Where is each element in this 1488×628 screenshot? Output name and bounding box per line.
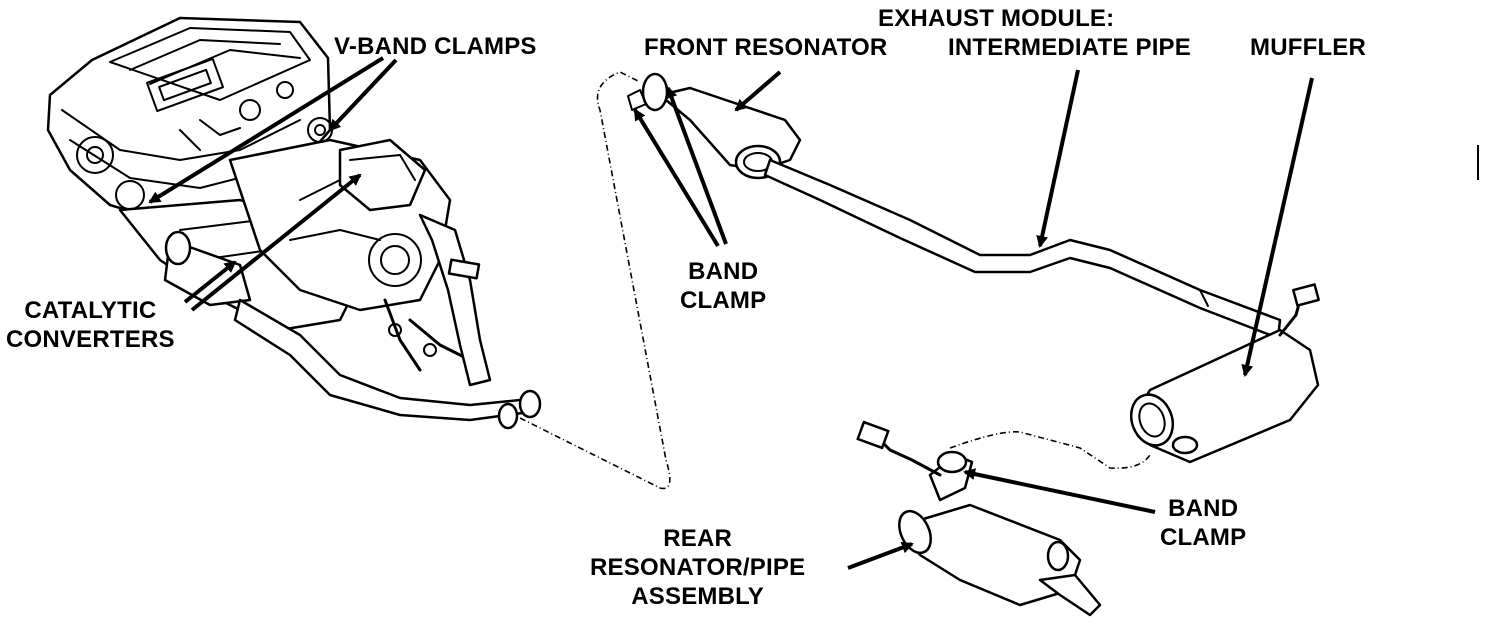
label-line: BAND: [688, 258, 759, 285]
dashed-routing-line-2: [949, 431, 1151, 470]
v-band-clamps-label: V-BAND CLAMPS: [334, 33, 537, 60]
label-line: CONVERTERS: [6, 326, 175, 353]
y-pipe: [233, 213, 542, 430]
muffler-label: MUFFLER: [1250, 34, 1367, 61]
rear-resonator-pipe: [856, 420, 1102, 617]
rear-resonator-label: REAR RESONATOR/PIPE ASSEMBLY: [590, 524, 805, 611]
dashed-routing-line: [519, 71, 671, 490]
intermediate-pipe-label: INTERMEDIATE PIPE: [948, 34, 1191, 61]
band-clamp-top-label: BAND CLAMP: [680, 257, 766, 315]
intermediate-pipe: [763, 158, 1282, 340]
label-line: REAR: [663, 525, 733, 552]
label-line: BAND: [1168, 495, 1239, 522]
catalytic-converters-label: CATALYTIC CONVERTERS: [6, 296, 175, 354]
band-clamp-bottom-label: BAND CLAMP: [1160, 494, 1246, 552]
label-arrows: [148, 56, 1314, 570]
catalytic-converter-left: [163, 230, 252, 307]
label-line: CATALYTIC: [24, 297, 157, 324]
engine-assembly: [46, 16, 472, 372]
muffler: [1129, 283, 1320, 464]
label-line: RESONATOR/PIPE: [590, 554, 806, 581]
label-line: CLAMP: [680, 287, 767, 314]
front-resonator-label: FRONT RESONATOR: [644, 34, 888, 61]
label-line: CLAMP: [1160, 524, 1247, 551]
exhaust-module-label: EXHAUST MODULE:: [878, 5, 1115, 32]
label-line: ASSEMBLY: [631, 583, 765, 610]
